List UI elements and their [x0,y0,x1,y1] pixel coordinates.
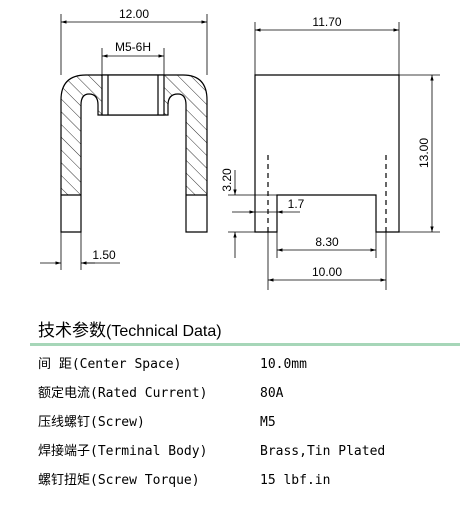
threaded-hole [101,74,165,116]
spec-row-terminal-body: 焊接端子(Terminal Body) Brass,Tin Plated [38,437,460,466]
side-dimensions [228,22,440,290]
spec-row-screw: 压线螺钉(Screw) M5 [38,408,460,437]
dim-thread-size: M5-6H [115,40,151,54]
side-outline [254,74,400,233]
spec-label: 焊接端子(Terminal Body) [38,444,208,459]
spec-value: Brass,Tin Plated [260,444,386,459]
spec-label: 螺钉扭矩(Screw Torque) [38,473,200,488]
spec-title-en: (Technical Data) [106,323,222,340]
technical-drawing: 12.00 M5-6H 1.50 11.70 13.0 [40,7,440,290]
front-view [60,74,208,233]
dim-slot-depth: 3.20 [220,168,234,192]
spec-heading: 技术参数(Technical Data) [38,316,222,341]
spec-label: 压线螺钉(Screw) [38,415,145,430]
dim-height: 13.00 [417,138,431,168]
front-dimensions [40,14,208,270]
spec-value: 15 lbf.in [260,473,331,488]
dim-overall-width-side: 11.70 [312,15,341,29]
spec-row-center-space: 间 距(Center Space) 10.0mm [38,350,460,379]
spec-value: 10.0mm [260,357,307,372]
spec-row-rated-current: 额定电流(Rated Current) 80A [38,379,460,408]
side-view [254,74,400,233]
dim-slot-width: 8.30 [315,235,339,249]
dim-slot-step: 1.7 [288,197,305,211]
heading-divider [30,343,460,346]
spec-value: M5 [260,415,276,430]
spec-table: 间 距(Center Space) 10.0mm 额定电流(Rated Curr… [38,350,460,495]
spec-row-screw-torque: 螺钉扭矩(Screw Torque) 15 lbf.in [38,466,460,495]
dim-leg-width: 1.50 [92,248,116,262]
spec-label: 间 距(Center Space) [38,357,182,372]
spec-value: 80A [260,386,284,401]
spec-title-cn: 技术参数 [38,321,106,340]
dim-base-width: 10.00 [312,265,342,279]
dim-overall-width-front: 12.00 [119,7,149,21]
spec-label: 额定电流(Rated Current) [38,386,208,401]
